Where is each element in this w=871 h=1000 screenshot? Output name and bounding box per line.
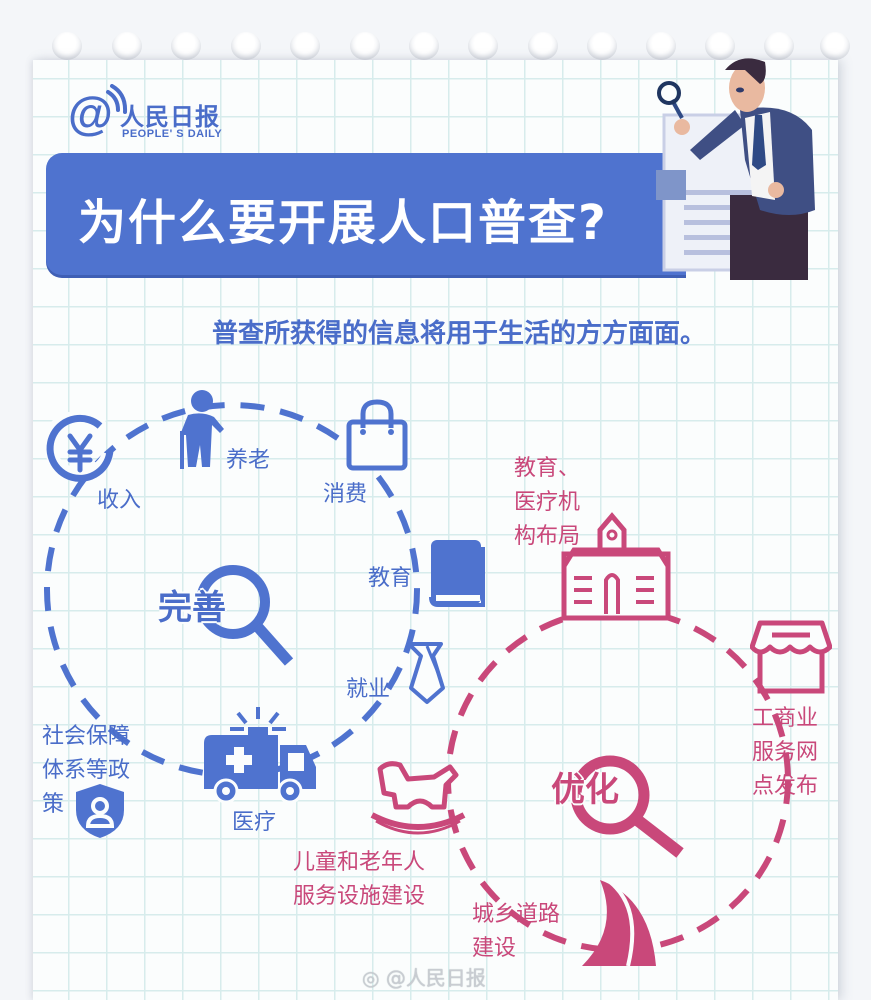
title-banner: 为什么要开展人口普查? bbox=[46, 153, 686, 275]
label-medical: 医疗 bbox=[232, 810, 277, 835]
optimize-center-label: 优化 bbox=[551, 770, 619, 810]
magnifier-icon bbox=[570, 755, 684, 858]
at-signal-icon bbox=[106, 84, 128, 114]
label-elderly-care: 养老 bbox=[226, 448, 271, 473]
road-icon bbox=[582, 880, 656, 967]
label-employment: 就业 bbox=[346, 677, 391, 702]
label-urban-rural-roads: 城乡道路 建设 bbox=[472, 902, 561, 961]
rocking-horse-icon bbox=[370, 761, 466, 835]
page-title: 为什么要开展人口普查? bbox=[78, 195, 608, 251]
logo-english-name: PEOPLE' S DAILY bbox=[122, 128, 223, 140]
shield-user-icon bbox=[76, 784, 124, 838]
label-education: 教育 bbox=[368, 566, 413, 591]
school-building-icon bbox=[561, 512, 671, 621]
yuan-coin-icon bbox=[43, 412, 114, 482]
improve-center-label: 完善 bbox=[158, 588, 226, 628]
ambulance-icon bbox=[204, 707, 316, 804]
weibo-watermark: ◎ @人民日报 bbox=[362, 966, 486, 990]
elderly-person-icon bbox=[180, 390, 224, 469]
subtitle: 普查所获得的信息将用于生活的方方面面。 bbox=[212, 319, 707, 349]
magnifier-icon bbox=[196, 565, 294, 666]
label-education-medical-layout: 教育、 医疗机 构布局 bbox=[514, 456, 581, 549]
label-commercial-service-outlets: 工商业 服务网 点发布 bbox=[752, 706, 819, 799]
businessman-with-magnifier-illustration bbox=[656, 58, 815, 280]
logo-at-symbol: @ bbox=[68, 87, 113, 139]
necktie-icon bbox=[407, 642, 445, 704]
shopping-bag-icon bbox=[346, 399, 408, 471]
label-income: 收入 bbox=[97, 488, 142, 513]
label-children-elderly-facilities: 儿童和老年人 服务设施建设 bbox=[293, 850, 426, 909]
weibo-icon: ◎ bbox=[362, 966, 386, 990]
label-social-security: 社会保障 体系等政 策 bbox=[42, 724, 131, 817]
storefront-icon bbox=[750, 620, 832, 694]
logo-chinese-name: 人民日报 bbox=[120, 103, 220, 131]
notebook-binder-holes bbox=[40, 32, 850, 82]
label-consumption: 消费 bbox=[323, 482, 368, 507]
book-icon bbox=[429, 540, 485, 607]
